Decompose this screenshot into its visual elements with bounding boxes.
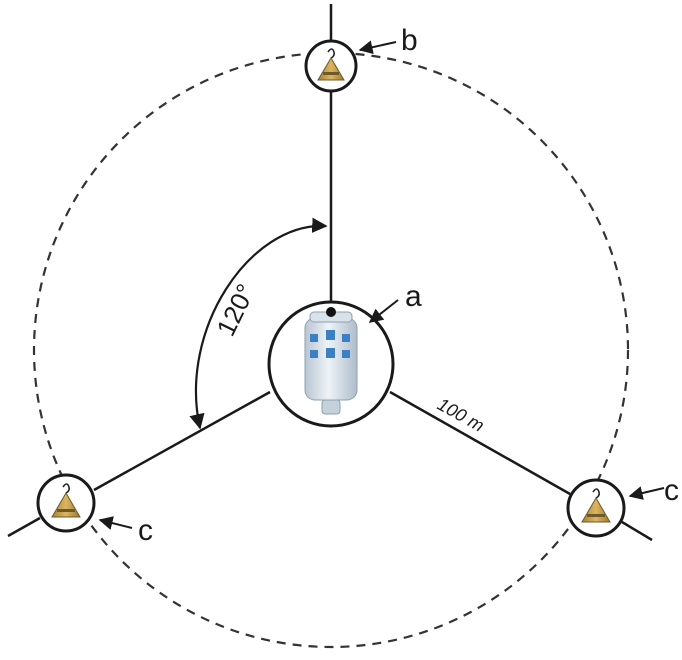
line-right-extension xyxy=(621,520,653,542)
top-sensor xyxy=(304,39,358,93)
attachment-point xyxy=(326,307,336,317)
pointer-arrow-a xyxy=(368,299,399,323)
pointer-arrow-right-c xyxy=(628,486,665,500)
hydrophone-sensor-icon xyxy=(581,488,611,523)
line-to-right-sensor xyxy=(389,390,571,496)
angle-label: 120° xyxy=(210,279,261,340)
left-sensor xyxy=(36,473,96,533)
pointer-arrows xyxy=(98,40,665,530)
angle-arc xyxy=(189,217,328,430)
label-right-c: c xyxy=(664,474,679,507)
label-b: b xyxy=(401,24,418,57)
pointer-arrow-b xyxy=(358,40,397,55)
hydrophone-sensor-icon xyxy=(317,48,345,81)
mooring-lines xyxy=(7,4,653,542)
label-a: a xyxy=(405,280,422,313)
distance-label: 100 m xyxy=(434,394,487,436)
hydrophone-sensor-icon xyxy=(51,483,81,518)
water-canister-icon xyxy=(304,311,358,415)
line-left-extension xyxy=(7,516,41,538)
line-to-left-sensor xyxy=(93,390,271,492)
pointer-arrow-left-c xyxy=(98,516,133,530)
center-device xyxy=(267,300,395,428)
right-sensor xyxy=(566,478,626,538)
label-left-c: c xyxy=(138,514,153,547)
